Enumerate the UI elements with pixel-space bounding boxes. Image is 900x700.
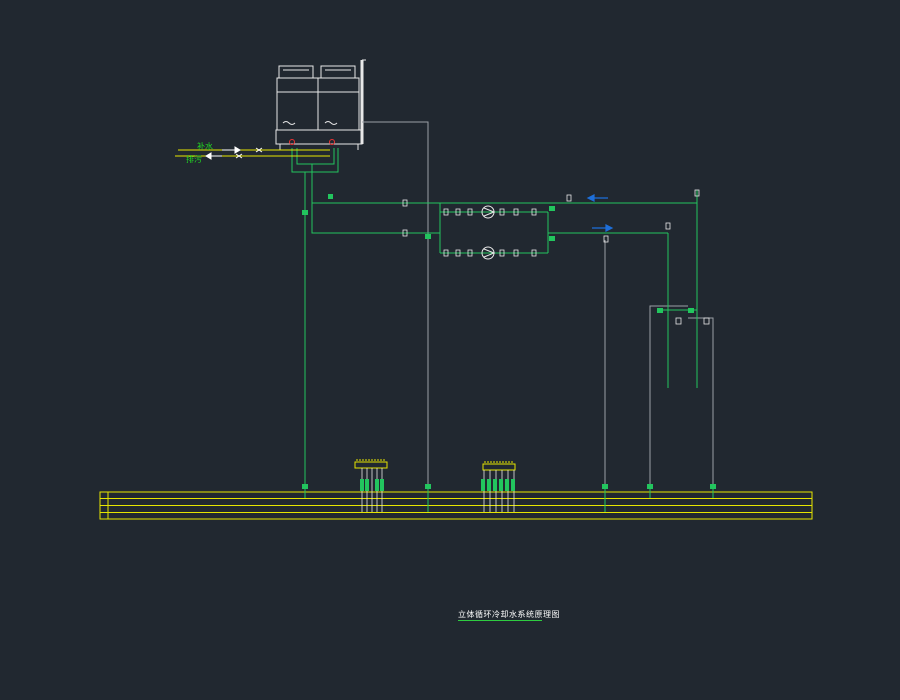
cooling-tower-icon — [275, 59, 366, 150]
header-ticks — [304, 489, 714, 512]
distribution-header — [99, 491, 813, 520]
green-pipes — [291, 148, 698, 488]
manifold-group-1 — [354, 459, 388, 512]
grey-pipes — [362, 121, 714, 488]
flow-arrow-icon — [586, 194, 614, 232]
makeup-drain-arrows — [205, 146, 263, 160]
pump-icon — [481, 205, 496, 260]
manifold-group-2 — [481, 461, 516, 512]
drawing-title: 立体循环冷却水系统原理图 — [458, 610, 560, 619]
makeup-water-label: 补水 — [197, 142, 213, 151]
valve-icon — [402, 189, 710, 325]
drain-label: 排污 — [186, 155, 202, 164]
title-underline — [458, 620, 542, 621]
makeup-drain-lines — [175, 149, 330, 157]
fittings — [302, 194, 716, 489]
